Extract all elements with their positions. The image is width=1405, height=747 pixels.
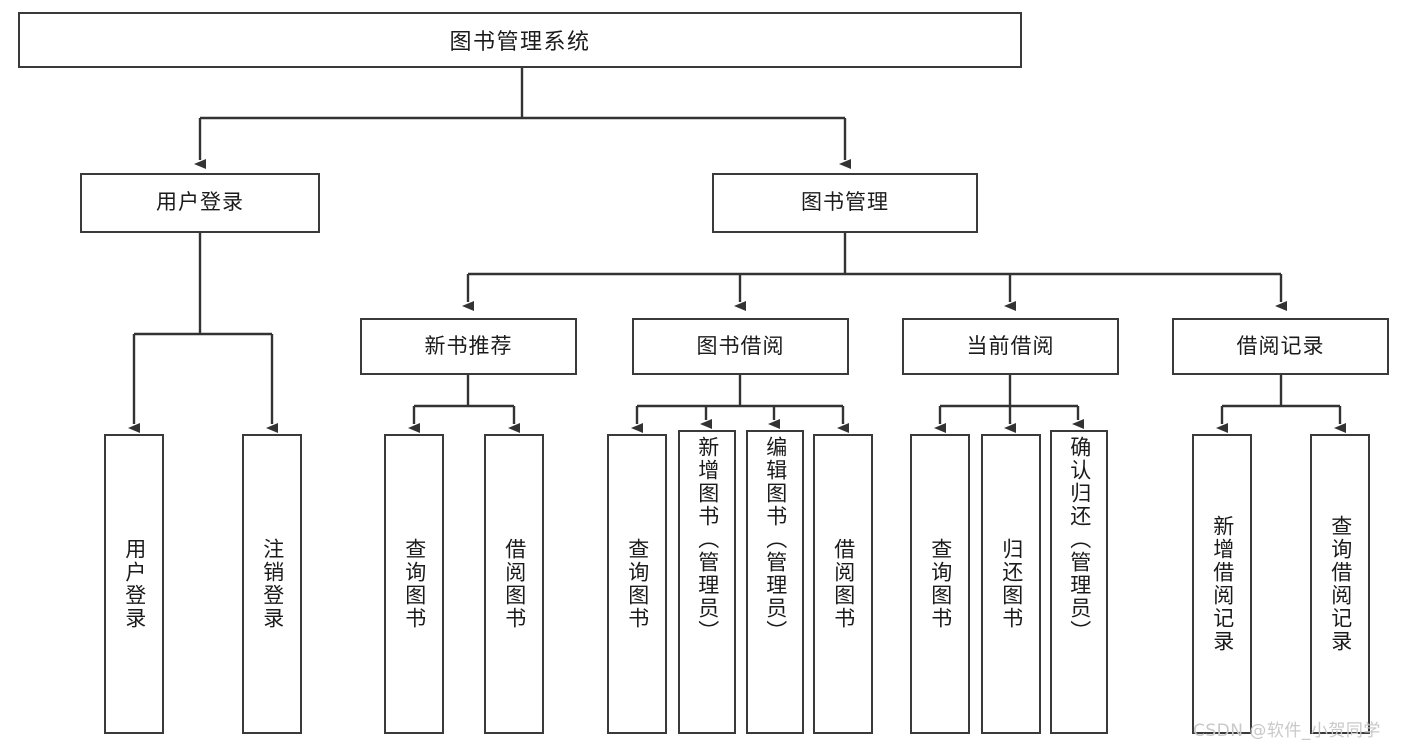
leaf-query-book-current[interactable]: 查询图书 <box>910 434 970 734</box>
leaf-label: 新增借阅记录 <box>1210 515 1235 653</box>
leaf-label: 查询图书 <box>625 538 650 630</box>
leaf-logout[interactable]: 注销登录 <box>242 434 302 734</box>
leaf-label: 确认归还（管理员） <box>1067 436 1092 643</box>
node-label: 用户登录 <box>156 190 244 215</box>
node-label: 当前借阅 <box>966 333 1055 358</box>
node-book-borrow[interactable]: 图书借阅 <box>632 318 849 375</box>
node-current-borrow[interactable]: 当前借阅 <box>902 318 1119 375</box>
node-book-management[interactable]: 图书管理 <box>712 173 978 233</box>
leaf-borrow-book[interactable]: 借阅图书 <box>813 434 873 734</box>
leaf-add-book-admin[interactable]: 新增图书（管理员） <box>678 430 736 734</box>
node-label: 图书管理系统 <box>449 30 591 55</box>
leaf-edit-book-admin[interactable]: 编辑图书（管理员） <box>746 430 804 734</box>
leaf-query-borrow-record[interactable]: 查询借阅记录 <box>1310 434 1370 734</box>
leaf-label: 查询图书 <box>928 538 953 630</box>
leaf-borrow-book-recommend[interactable]: 借阅图书 <box>484 434 544 734</box>
leaf-label: 编辑图书（管理员） <box>763 436 788 643</box>
leaf-label: 新增图书（管理员） <box>695 436 720 643</box>
node-new-book-recommend[interactable]: 新书推荐 <box>360 318 577 375</box>
node-label: 新书推荐 <box>424 333 513 358</box>
leaf-label: 查询借阅记录 <box>1328 515 1353 653</box>
leaf-label: 归还图书 <box>999 538 1024 630</box>
leaf-add-borrow-record[interactable]: 新增借阅记录 <box>1192 434 1252 734</box>
node-label: 借阅记录 <box>1236 333 1325 358</box>
leaf-label: 查询图书 <box>402 538 427 630</box>
leaf-label: 借阅图书 <box>502 538 527 630</box>
leaf-return-book[interactable]: 归还图书 <box>981 434 1041 734</box>
node-root-library-system[interactable]: 图书管理系统 <box>18 12 1022 68</box>
leaf-query-book-borrow[interactable]: 查询图书 <box>607 434 667 734</box>
node-label: 图书管理 <box>801 190 889 215</box>
leaf-label: 借阅图书 <box>831 538 856 630</box>
node-label: 图书借阅 <box>696 333 785 358</box>
leaf-label: 注销登录 <box>260 538 285 630</box>
csdn-watermark: CSDN @软件_小贺同学 <box>1193 721 1381 741</box>
node-borrow-record[interactable]: 借阅记录 <box>1172 318 1389 375</box>
node-user-login[interactable]: 用户登录 <box>80 173 320 233</box>
leaf-confirm-return-admin[interactable]: 确认归还（管理员） <box>1050 430 1108 734</box>
leaf-label: 用户登录 <box>122 538 147 630</box>
leaf-query-book-recommend[interactable]: 查询图书 <box>384 434 444 734</box>
leaf-user-login[interactable]: 用户登录 <box>104 434 164 734</box>
